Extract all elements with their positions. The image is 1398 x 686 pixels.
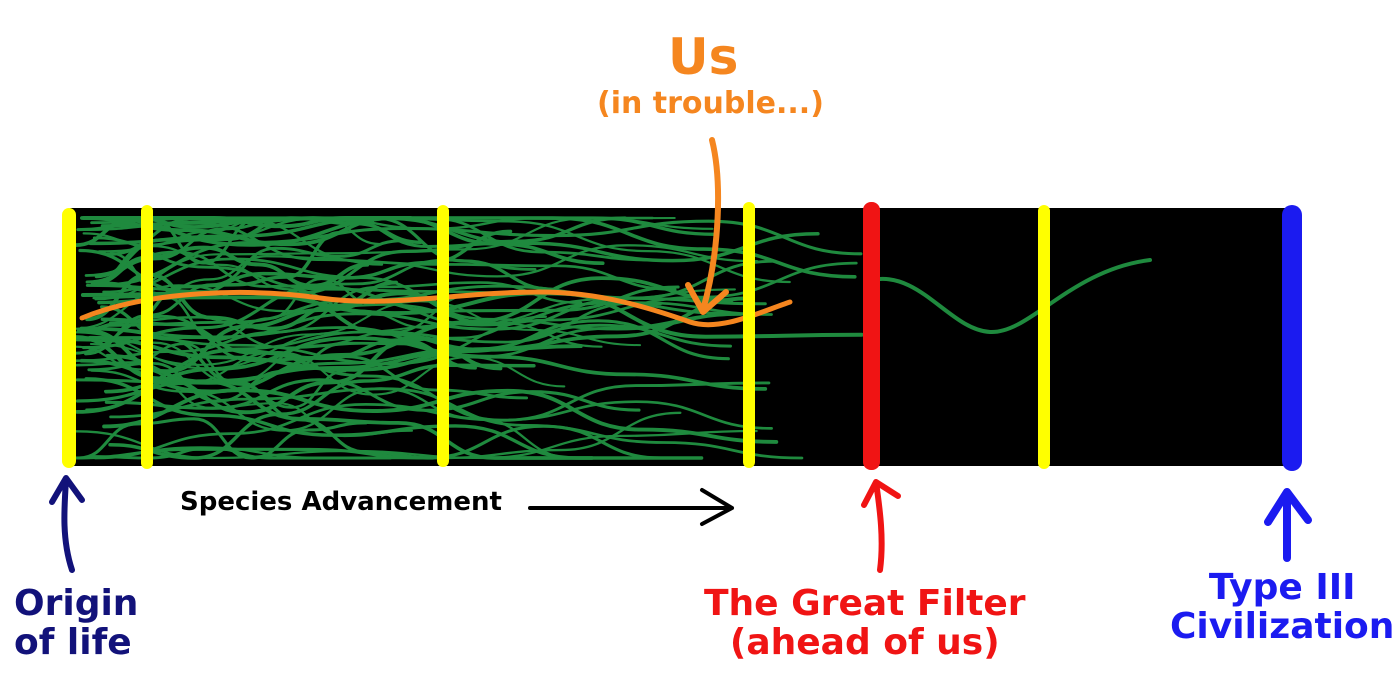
us-trajectory-line bbox=[79, 289, 793, 328]
species-strand bbox=[89, 300, 642, 366]
milestone-line-3 bbox=[437, 205, 449, 467]
milestone-line-4 bbox=[743, 202, 755, 468]
type-three-label-line: Type III bbox=[1208, 567, 1356, 608]
great-filter-label-line: The Great Filter bbox=[704, 583, 1026, 624]
in-trouble-label: (in trouble...) bbox=[597, 86, 824, 121]
type-three-line bbox=[1282, 205, 1302, 471]
milestone-line-2 bbox=[141, 205, 153, 469]
species-advancement-label: Species Advancement bbox=[180, 487, 502, 517]
species-strand bbox=[90, 369, 575, 460]
great-filter-label-line: (ahead of us) bbox=[729, 621, 1000, 663]
species-strand bbox=[88, 216, 820, 263]
type-three-label-line: Civilization bbox=[1170, 605, 1395, 647]
origin-label-line: of life bbox=[14, 621, 132, 663]
single-surviving-strand bbox=[870, 258, 1152, 335]
species-strand bbox=[84, 239, 404, 356]
great-filter-line bbox=[863, 202, 880, 470]
species-strand bbox=[80, 216, 605, 266]
species-strand bbox=[97, 216, 654, 253]
type-three-civilization-label: Type III Civilization bbox=[1170, 567, 1395, 647]
up-arrow-icon bbox=[1264, 488, 1312, 562]
species-strand bbox=[73, 424, 663, 460]
up-arrow-icon bbox=[861, 479, 901, 573]
species-strand bbox=[74, 429, 758, 460]
milestone-line-5 bbox=[1038, 205, 1050, 469]
milestone-line-origin bbox=[62, 208, 76, 468]
us-label: Us bbox=[668, 28, 739, 86]
species-strand bbox=[82, 285, 680, 350]
up-arrow-icon bbox=[49, 475, 85, 573]
species-strand bbox=[103, 348, 771, 422]
species-strand bbox=[84, 377, 704, 460]
species-strand bbox=[104, 378, 641, 412]
species-strand bbox=[93, 400, 773, 460]
species-strand bbox=[97, 219, 863, 287]
right-arrow-icon bbox=[528, 488, 734, 526]
great-filter-label: The Great Filter (ahead of us) bbox=[704, 583, 1026, 663]
species-strand bbox=[81, 216, 413, 229]
species-strand bbox=[80, 411, 682, 460]
species-strand bbox=[88, 296, 751, 372]
species-strand bbox=[100, 317, 477, 370]
species-strand bbox=[85, 291, 485, 374]
origin-label-line: Origin bbox=[14, 583, 139, 624]
species-strand bbox=[75, 342, 347, 409]
curved-down-arrow-icon bbox=[685, 137, 729, 315]
species-strand bbox=[78, 222, 677, 291]
origin-of-life-label: Origin of life bbox=[14, 583, 139, 663]
species-strand bbox=[85, 351, 566, 411]
